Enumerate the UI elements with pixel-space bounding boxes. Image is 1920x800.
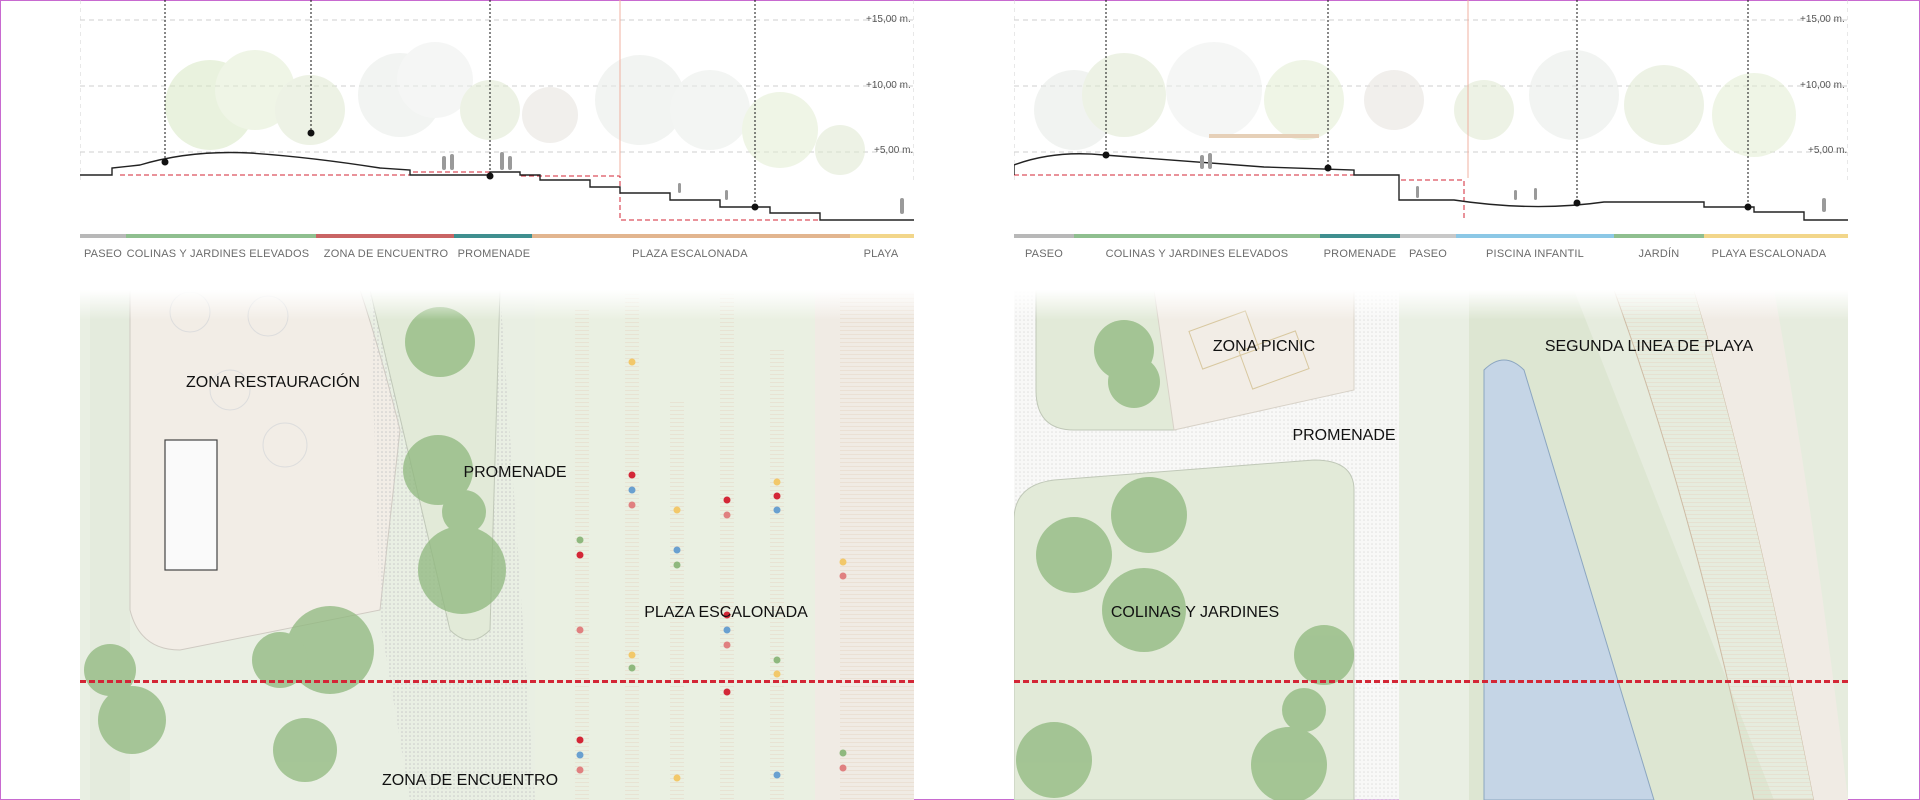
left-people [442, 152, 904, 214]
right-section-svg [1013, 0, 1849, 238]
left-plan-view: ZONA RESTAURACIÓN PROMENADE PLAZA ESCALO… [80, 290, 914, 800]
left-section-drawing: +15,00 m. +10,00 m. +5,00 m. PASEO COLIN… [79, 0, 915, 275]
right-plan-view: ZONA PICNIC SEGUNDA LINEA DE PLAYA PROME… [1014, 290, 1848, 800]
elevation-label-15-right: +15,00 m. [1800, 14, 1845, 25]
label-zona-restauracion: ZONA RESTAURACIÓN [186, 374, 360, 391]
zone-label-promenade: PROMENADE [457, 248, 531, 260]
left-panel: +15,00 m. +10,00 m. +5,00 m. PASEO COLIN… [79, 0, 915, 800]
left-section-svg [79, 0, 915, 238]
plaza-dots [576, 358, 847, 782]
section-cut-line [1014, 680, 1848, 683]
label-colinas-jardines: COLINAS Y JARDINES [1110, 604, 1280, 621]
right-trees [1016, 320, 1354, 800]
elevation-label-15: +15,00 m. [866, 14, 911, 25]
zone-label-plaza: PLAZA ESCALONADA [632, 248, 748, 260]
zone-label-paseo: PASEO [1024, 248, 1064, 260]
zone-label-colinas: COLINAS Y JARDINES ELEVADOS [1105, 248, 1289, 260]
label-plaza-escalonada: PLAZA ESCALONADA [644, 604, 808, 621]
left-plan-svg [80, 290, 914, 800]
label-promenade: PROMENADE [463, 464, 567, 481]
left-trees [84, 307, 506, 782]
zone-label-colinas: COLINAS Y JARDINES ELEVADOS [126, 248, 310, 260]
zone-label-playa-escalonada: PLAYA ESCALONADA [1711, 248, 1827, 260]
zone-label-jardin: JARDÍN [1638, 248, 1680, 260]
label-zona-picnic: ZONA PICNIC [1212, 338, 1316, 355]
elevation-label-5-right: +5,00 m. [1808, 145, 1848, 156]
right-panel: +15,00 m. +10,00 m. +5,00 m. PASEO COLIN… [1013, 0, 1849, 800]
zone-label-encuentro: ZONA DE ENCUENTRO [323, 248, 449, 260]
zone-label-piscina: PISCINA INFANTIL [1486, 248, 1584, 260]
plaza-strips [535, 290, 914, 800]
zone-label-paseo-2: PASEO [1408, 248, 1448, 260]
right-plan-svg [1014, 290, 1848, 800]
right-section-drawing: +15,00 m. +10,00 m. +5,00 m. PASEO COLIN… [1013, 0, 1849, 275]
right-people [1200, 153, 1826, 212]
elevation-label-10: +10,00 m. [866, 80, 911, 91]
right-vegetation [1034, 42, 1796, 157]
label-segunda-linea: SEGUNDA LINEA DE PLAYA [1544, 338, 1754, 355]
zone-label-paseo: PASEO [83, 248, 123, 260]
zone-label-promenade: PROMENADE [1323, 248, 1397, 260]
elevation-label-10-right: +10,00 m. [1800, 80, 1845, 91]
label-zona-encuentro: ZONA DE ENCUENTRO [381, 772, 559, 789]
zone-label-playa: PLAYA [863, 248, 899, 260]
section-cut-line [80, 680, 914, 683]
kiosk-building [164, 439, 218, 571]
picnic-tables [1188, 310, 1310, 390]
elevation-label-5: +5,00 m. [874, 145, 914, 156]
label-promenade-right: PROMENADE [1292, 427, 1396, 444]
